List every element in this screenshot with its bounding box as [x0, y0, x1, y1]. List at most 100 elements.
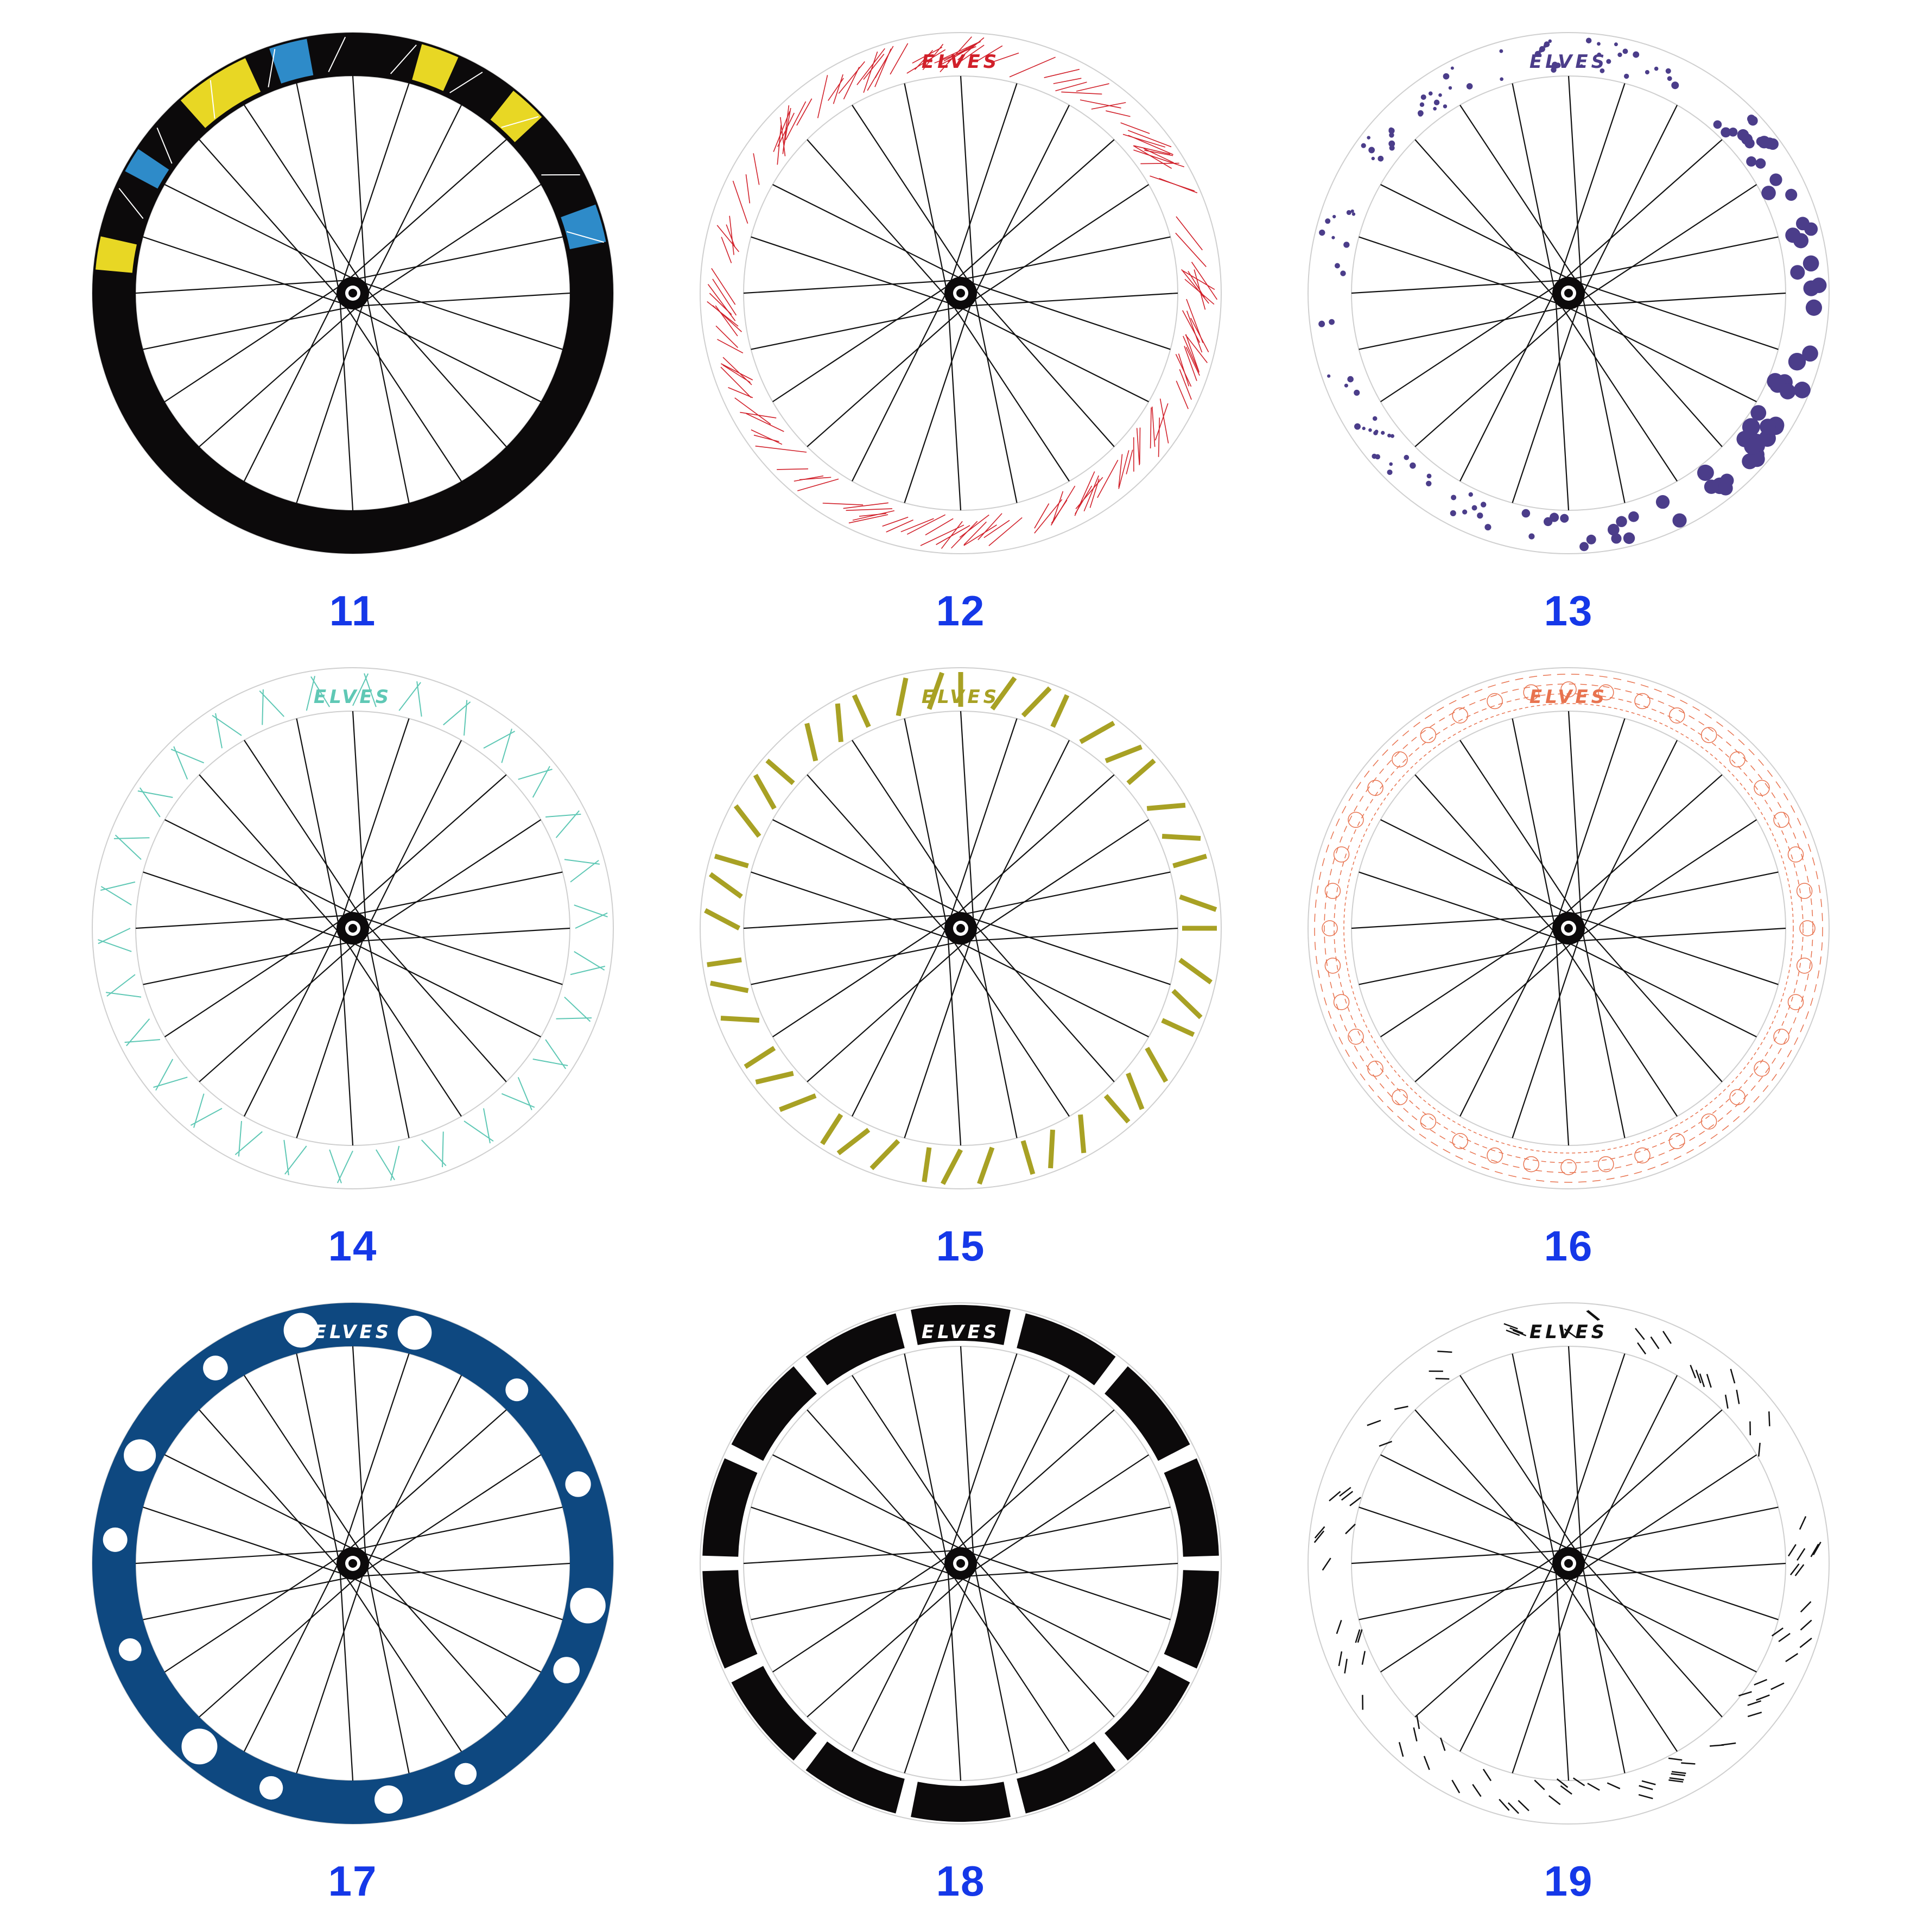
spoke: [1568, 942, 1757, 1037]
spoke: [973, 1454, 1150, 1572]
spoke: [751, 871, 951, 940]
wheel-17: ELVES: [92, 1302, 614, 1825]
geometric-pattern: [95, 36, 606, 273]
spoke: [751, 1577, 957, 1620]
spoke: [974, 1567, 1018, 1773]
spoke: [807, 1577, 965, 1718]
spoke: [960, 1578, 1149, 1673]
spoke: [365, 819, 542, 936]
spoke: [352, 942, 541, 1037]
spoke: [1459, 928, 1554, 1117]
spoke: [1582, 1559, 1723, 1718]
spoke: [1568, 1578, 1757, 1673]
rim-band: [92, 1303, 613, 1824]
spokes: [135, 75, 570, 511]
rim-outer-edge: [700, 1302, 1222, 1825]
spoke: [968, 927, 1178, 942]
dash-pattern: [1313, 1310, 1822, 1814]
spoke: [973, 819, 1150, 936]
spoke: [296, 83, 339, 290]
wheel-card-11: [49, 0, 689, 635]
hub: [1552, 912, 1585, 945]
spoke: [360, 292, 570, 307]
spokes: [135, 1346, 570, 1781]
wheel-label-13: 13: [1544, 587, 1594, 635]
spoke: [365, 1454, 542, 1572]
spoke: [1351, 1550, 1562, 1564]
spoke: [904, 303, 972, 503]
stroke-pattern: [98, 673, 608, 1183]
wheel-card-15: ELVES: [657, 635, 1297, 1270]
spoke: [1414, 1577, 1573, 1718]
brand-text: ELVES: [1529, 51, 1608, 73]
spoke: [970, 1552, 1171, 1620]
wheel-16: ELVES: [1308, 667, 1830, 1189]
spoke: [199, 1577, 357, 1718]
spoke: [1576, 292, 1786, 307]
spoke: [352, 1346, 366, 1556]
spokes: [135, 711, 570, 1146]
wheel-label-14: 14: [328, 1222, 378, 1270]
spokes: [743, 75, 1178, 511]
spoke: [199, 1409, 339, 1568]
cutout-pattern: [103, 1313, 606, 1814]
hub: [1552, 1547, 1585, 1580]
spoke: [296, 1353, 339, 1560]
spoke: [199, 307, 357, 447]
chevron-pattern: [704, 672, 1217, 1185]
wheel-label-12: 12: [936, 587, 986, 635]
spoke: [960, 307, 1149, 402]
spoke: [1564, 1409, 1723, 1550]
spoke: [164, 1555, 341, 1673]
spoke: [1557, 83, 1626, 283]
spoke: [1512, 303, 1580, 503]
spoke: [772, 184, 961, 279]
wheel-card-13: ELVES: [1265, 0, 1905, 635]
spoke: [1459, 1563, 1554, 1752]
spoke: [949, 1353, 1018, 1554]
spoke: [365, 184, 542, 301]
spoke: [807, 774, 947, 933]
spoke: [341, 718, 410, 919]
mandala-pattern: [1314, 674, 1823, 1183]
wheel-card-18: ELVES: [657, 1270, 1297, 1905]
spoke: [956, 139, 1115, 280]
spoke: [970, 917, 1171, 985]
spoke: [1380, 920, 1557, 1037]
spoke: [1380, 184, 1569, 279]
spoke: [1512, 1573, 1580, 1773]
spoke: [852, 739, 969, 916]
spoke: [352, 75, 366, 286]
spoke: [296, 718, 339, 925]
brand-text: ELVES: [1529, 1321, 1608, 1343]
hub: [944, 912, 977, 945]
spoke: [1583, 1375, 1678, 1564]
spoke: [974, 932, 1018, 1138]
spoke: [772, 285, 949, 402]
hub: [944, 277, 977, 309]
spoke: [135, 1550, 346, 1564]
spoke: [356, 1506, 563, 1550]
spoke: [1414, 307, 1573, 447]
spoke: [244, 928, 339, 1117]
wheel-card-17: ELVES: [49, 1270, 689, 1905]
spoke: [964, 1506, 1171, 1550]
spoke: [964, 871, 1171, 915]
spoke: [807, 307, 965, 447]
spoke: [339, 300, 354, 511]
spoke: [904, 1353, 947, 1560]
spoke: [244, 739, 361, 916]
spoke: [1359, 307, 1565, 350]
spoke: [947, 300, 962, 511]
spokes: [743, 711, 1178, 1146]
spoke: [1572, 871, 1779, 915]
wheel-card-16: ELVES: [1265, 635, 1905, 1270]
spoke: [807, 139, 947, 297]
spoke: [1459, 104, 1577, 281]
spoke: [1564, 774, 1723, 915]
spoke: [975, 105, 1070, 294]
spoke: [352, 711, 366, 921]
spoke: [1459, 739, 1577, 916]
wheel-card-19: ELVES: [1265, 1270, 1905, 1905]
spoke: [341, 83, 410, 283]
